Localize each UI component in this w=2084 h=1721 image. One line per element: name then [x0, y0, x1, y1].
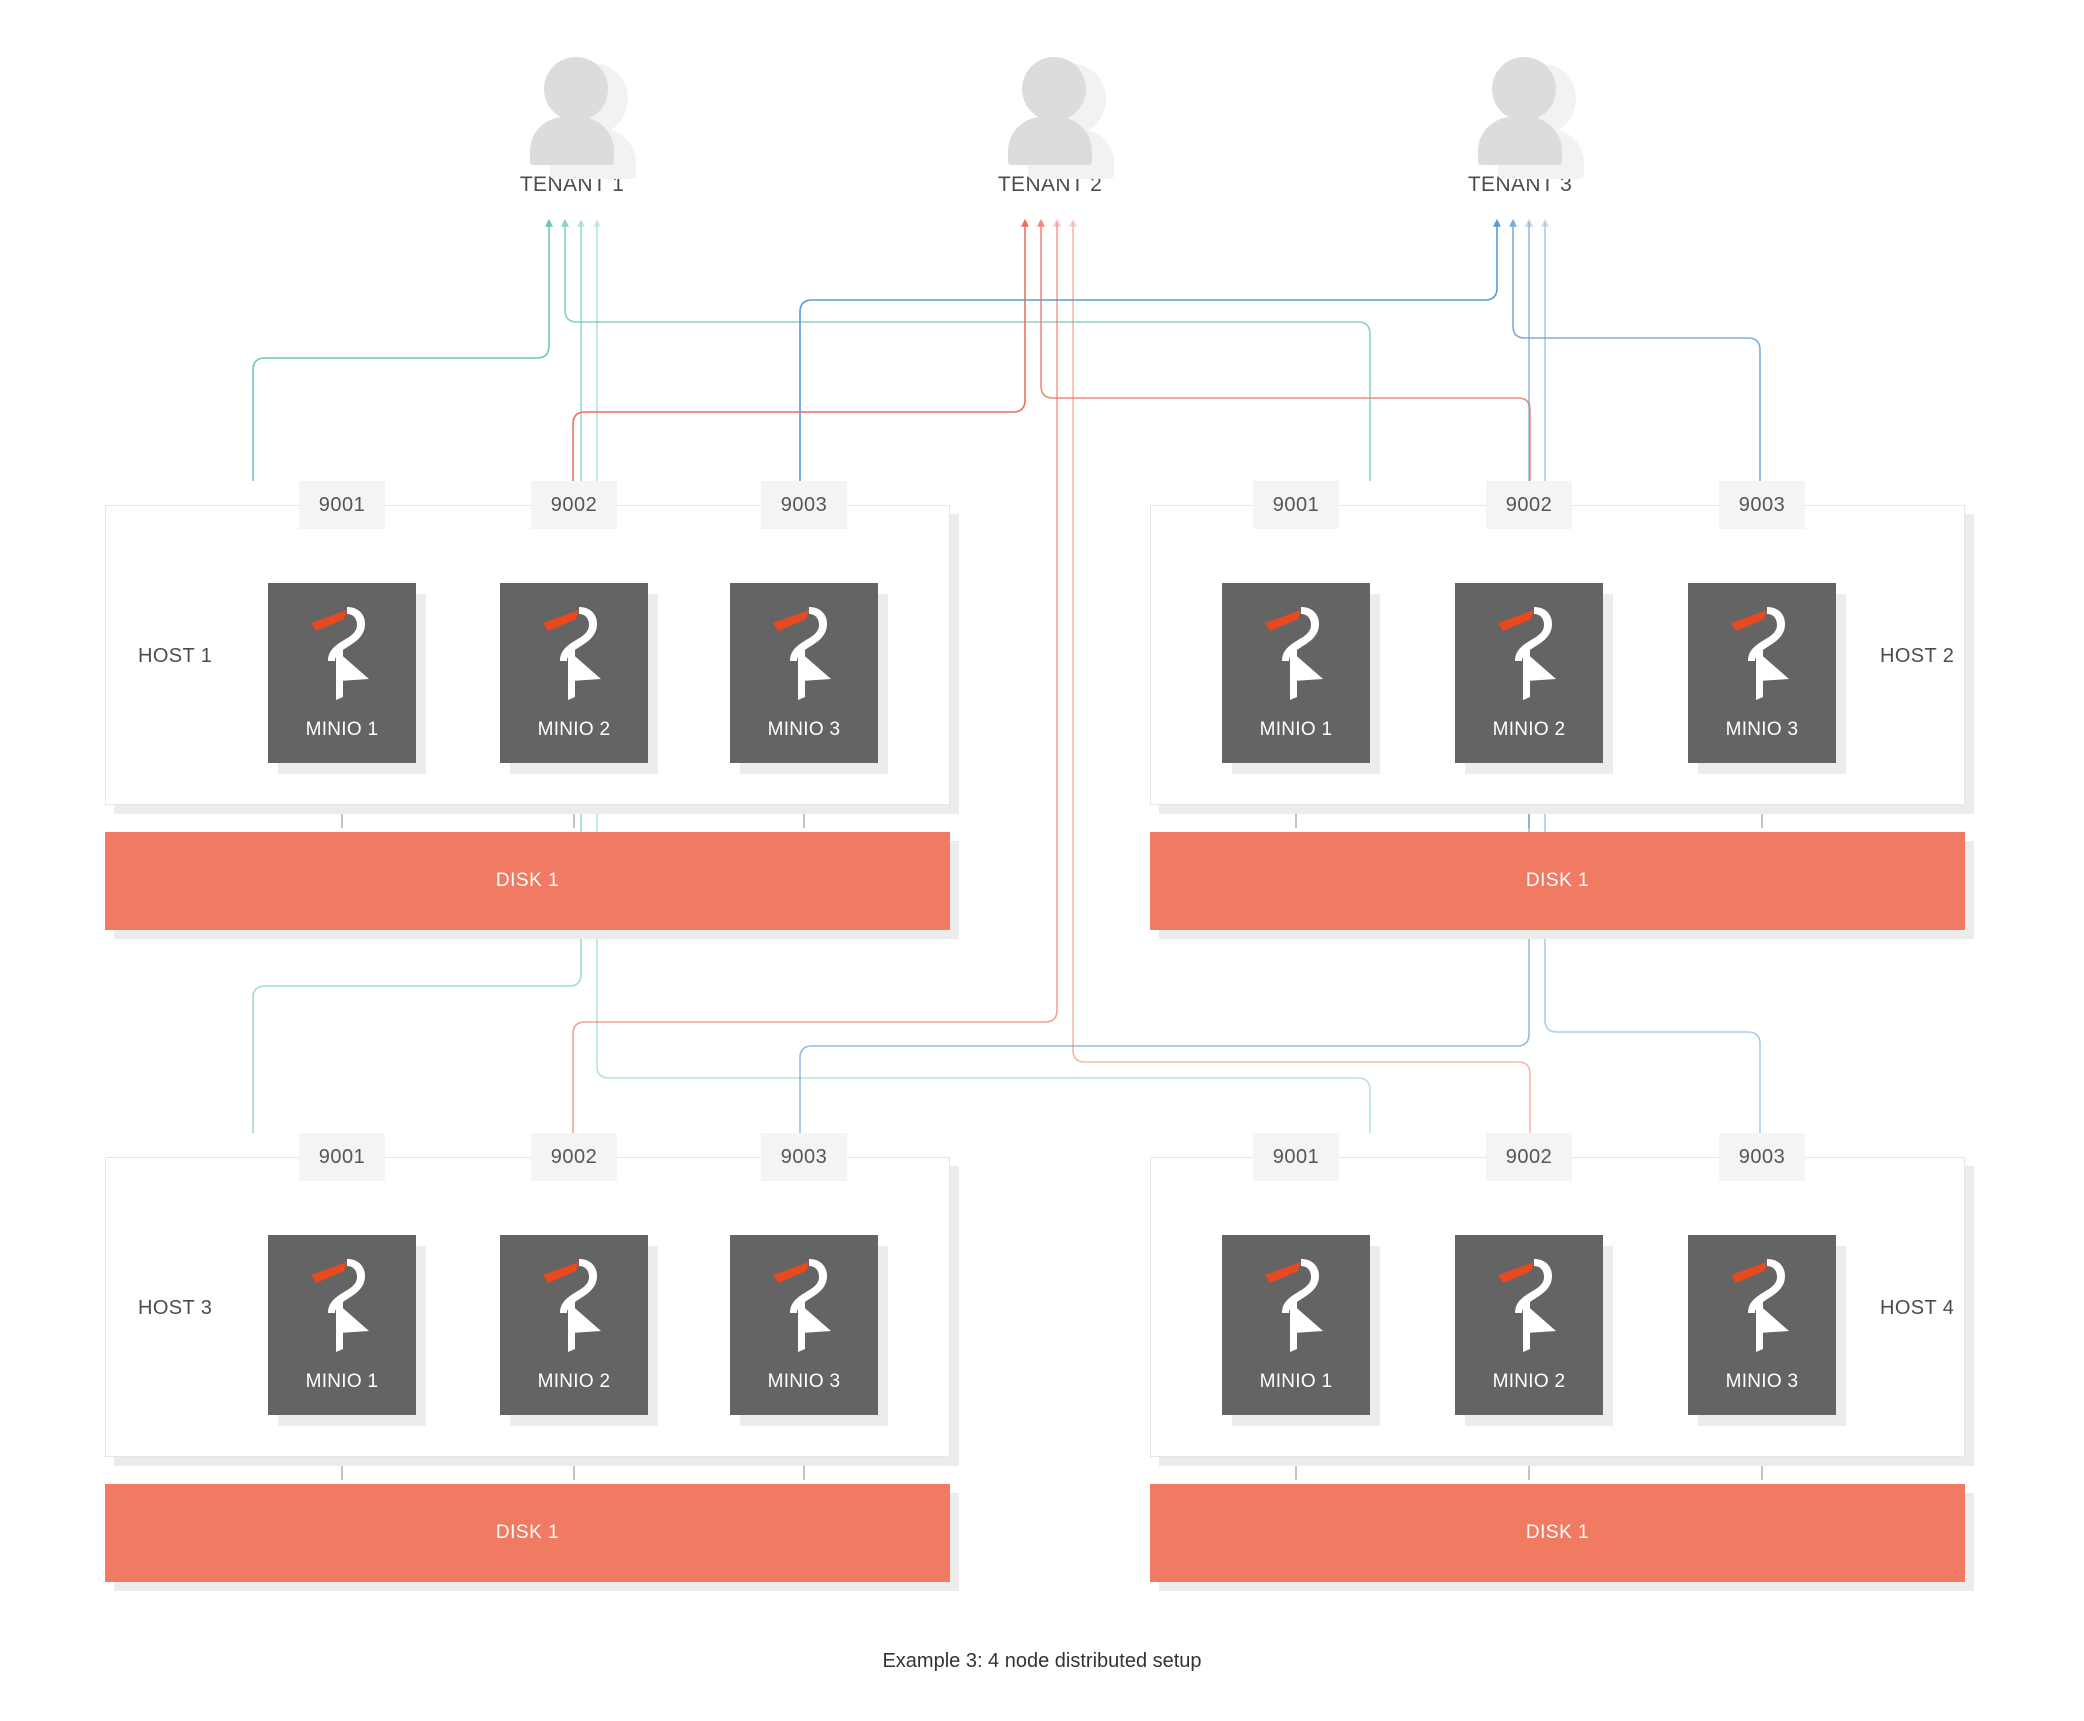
node-label: MINIO 2: [537, 719, 611, 740]
minio-node[interactable]: MINIO 3: [1688, 583, 1846, 774]
disk-label: DISK 1: [1525, 870, 1590, 891]
disk-container-1: DISK 1: [105, 832, 959, 939]
port-label-9002: 9002: [531, 481, 617, 529]
disk-box: DISK 1: [1150, 1484, 1965, 1582]
port-label-9002: 9002: [1486, 481, 1572, 529]
disk-label: DISK 1: [1525, 1522, 1590, 1543]
port-label-9001: 9001: [299, 1133, 385, 1181]
minio-flamingo-icon: [303, 1253, 381, 1357]
host-label: HOST 2: [1880, 645, 1955, 667]
minio-node[interactable]: MINIO 2: [1455, 583, 1613, 774]
node-label: MINIO 3: [767, 1371, 841, 1392]
minio-node[interactable]: MINIO 1: [1222, 1235, 1380, 1426]
node-box: MINIO 1: [268, 1235, 416, 1415]
disk-label: DISK 1: [495, 870, 560, 891]
minio-flamingo-icon: [535, 601, 613, 705]
node-box: MINIO 3: [730, 1235, 878, 1415]
minio-flamingo-icon: [1257, 601, 1335, 705]
node-label: MINIO 3: [767, 719, 841, 740]
port-label-9003: 9003: [1719, 481, 1805, 529]
minio-node[interactable]: MINIO 1: [268, 1235, 426, 1426]
node-label: MINIO 1: [1259, 1371, 1333, 1392]
minio-flamingo-icon: [1723, 1253, 1801, 1357]
port-label-9003: 9003: [1719, 1133, 1805, 1181]
disk-box: DISK 1: [1150, 832, 1965, 930]
tenant-avatar-icon: [1470, 55, 1584, 179]
disk-container-3: DISK 1: [105, 1484, 959, 1591]
tenant-2: TENANT 2: [940, 55, 1160, 197]
minio-flamingo-icon: [303, 601, 381, 705]
port-label-9003: 9003: [761, 481, 847, 529]
node-box: MINIO 2: [1455, 1235, 1603, 1415]
port-label-9002: 9002: [1486, 1133, 1572, 1181]
node-label: MINIO 1: [305, 1371, 379, 1392]
node-box: MINIO 2: [500, 583, 648, 763]
port-label-9001: 9001: [1253, 481, 1339, 529]
node-label: MINIO 2: [1492, 1371, 1566, 1392]
node-label: MINIO 2: [537, 1371, 611, 1392]
tenant-avatar-icon: [522, 55, 636, 179]
minio-node[interactable]: MINIO 1: [1222, 583, 1380, 774]
minio-flamingo-icon: [1490, 1253, 1568, 1357]
node-label: MINIO 2: [1492, 719, 1566, 740]
node-box: MINIO 3: [1688, 1235, 1836, 1415]
tenant-3: TENANT 3: [1410, 55, 1630, 197]
disk-container-2: DISK 1: [1150, 832, 1974, 939]
node-box: MINIO 1: [1222, 583, 1370, 763]
host-label: HOST 4: [1880, 1297, 1955, 1319]
node-box: MINIO 1: [268, 583, 416, 763]
disk-label: DISK 1: [495, 1522, 560, 1543]
host-label: HOST 3: [138, 1297, 213, 1319]
node-label: MINIO 3: [1725, 1371, 1799, 1392]
port-label-9002: 9002: [531, 1133, 617, 1181]
node-label: MINIO 3: [1725, 719, 1799, 740]
minio-node[interactable]: MINIO 3: [1688, 1235, 1846, 1426]
minio-flamingo-icon: [1257, 1253, 1335, 1357]
node-box: MINIO 3: [730, 583, 878, 763]
minio-flamingo-icon: [535, 1253, 613, 1357]
minio-node[interactable]: MINIO 1: [268, 583, 426, 774]
port-label-9001: 9001: [299, 481, 385, 529]
minio-flamingo-icon: [1723, 601, 1801, 705]
minio-flamingo-icon: [1490, 601, 1568, 705]
node-box: MINIO 1: [1222, 1235, 1370, 1415]
minio-node[interactable]: MINIO 3: [730, 583, 888, 774]
minio-node[interactable]: MINIO 2: [500, 583, 658, 774]
minio-node[interactable]: MINIO 3: [730, 1235, 888, 1426]
node-box: MINIO 3: [1688, 583, 1836, 763]
disk-box: DISK 1: [105, 832, 950, 930]
disk-box: DISK 1: [105, 1484, 950, 1582]
minio-flamingo-icon: [765, 1253, 843, 1357]
port-label-9001: 9001: [1253, 1133, 1339, 1181]
tenant-avatar-icon: [1000, 55, 1114, 179]
minio-node[interactable]: MINIO 2: [500, 1235, 658, 1426]
port-label-9003: 9003: [761, 1133, 847, 1181]
node-label: MINIO 1: [1259, 719, 1333, 740]
node-box: MINIO 2: [1455, 583, 1603, 763]
node-label: MINIO 1: [305, 719, 379, 740]
minio-node[interactable]: MINIO 2: [1455, 1235, 1613, 1426]
disk-container-4: DISK 1: [1150, 1484, 1974, 1591]
tenant-1: TENANT 1: [462, 55, 682, 197]
node-box: MINIO 2: [500, 1235, 648, 1415]
figure-caption: Example 3: 4 node distributed setup: [882, 1650, 1202, 1672]
minio-flamingo-icon: [765, 601, 843, 705]
host-label: HOST 1: [138, 645, 213, 667]
